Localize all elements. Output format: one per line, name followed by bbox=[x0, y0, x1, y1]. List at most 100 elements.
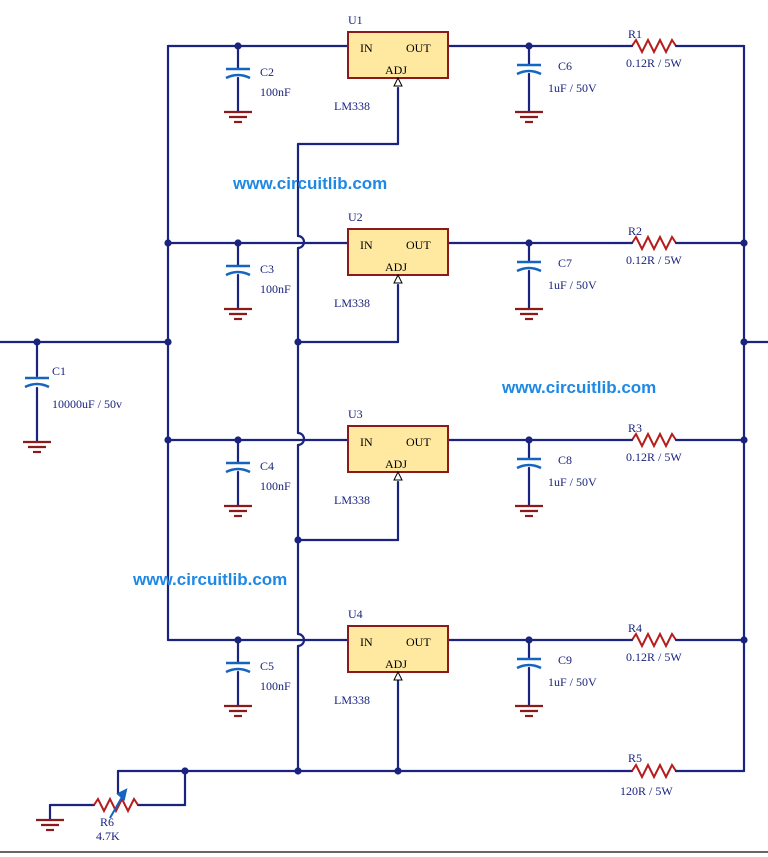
regulator-ref: U1 bbox=[348, 13, 363, 27]
pin-out-label: OUT bbox=[406, 435, 431, 449]
pin-adj-label: ADJ bbox=[385, 457, 407, 471]
ground-icon bbox=[513, 110, 545, 124]
resistor-ref: R1 bbox=[628, 27, 642, 41]
watermark-3: www.circuitlib.com bbox=[132, 570, 287, 589]
regulator-part-number: LM338 bbox=[334, 493, 370, 507]
pin-in-label: IN bbox=[360, 435, 373, 449]
junction-dot bbox=[525, 42, 533, 50]
capacitor-C5 bbox=[224, 661, 252, 674]
regulator-ref: U4 bbox=[348, 607, 363, 621]
junction-dot bbox=[164, 239, 172, 247]
junction-dot bbox=[525, 636, 533, 644]
capacitor-C9 bbox=[515, 657, 543, 670]
watermark-1: www.circuitlib.com bbox=[232, 174, 387, 193]
input-cap-ref: C5 bbox=[260, 659, 274, 673]
pin-adj-label: ADJ bbox=[385, 260, 407, 274]
input-cap-ref: C3 bbox=[260, 262, 274, 276]
junction-dot bbox=[234, 636, 242, 644]
r6-potentiometer: R6 4.7K bbox=[34, 788, 139, 843]
capacitor-C3 bbox=[224, 264, 252, 277]
regulator-part-number: LM338 bbox=[334, 693, 370, 707]
junction-dot bbox=[294, 767, 302, 775]
output-cap-ref: C6 bbox=[558, 59, 572, 73]
output-cap-value: 1uF / 50V bbox=[548, 278, 597, 292]
pin-out-label: OUT bbox=[406, 238, 431, 252]
r6-value: 4.7K bbox=[96, 829, 120, 843]
output-cap-value: 1uF / 50V bbox=[548, 81, 597, 95]
pin-out-label: OUT bbox=[406, 41, 431, 55]
junction-dot bbox=[394, 767, 402, 775]
regulator-ic bbox=[347, 625, 449, 673]
regulator-ic bbox=[347, 228, 449, 276]
ground-icon bbox=[513, 307, 545, 321]
input-cap-value: 100nF bbox=[260, 282, 291, 296]
output-cap-ref: C9 bbox=[558, 653, 572, 667]
regulator-part-number: LM338 bbox=[334, 296, 370, 310]
junction-dot bbox=[294, 338, 302, 346]
resistor-R1 bbox=[631, 39, 677, 53]
output-cap-ref: C7 bbox=[558, 256, 572, 270]
junction-dot bbox=[740, 636, 748, 644]
junction-dot bbox=[525, 436, 533, 444]
ground-icon bbox=[222, 504, 254, 518]
resistor-R4 bbox=[631, 633, 677, 647]
junction-dot bbox=[164, 436, 172, 444]
watermark-2: www.circuitlib.com bbox=[501, 378, 656, 397]
ground-icon bbox=[222, 307, 254, 321]
regulator-ref: U3 bbox=[348, 407, 363, 421]
output-cap-value: 1uF / 50V bbox=[548, 475, 597, 489]
c1-value: 10000uF / 50v bbox=[52, 397, 122, 411]
pin-adj-label: ADJ bbox=[385, 63, 407, 77]
output-wiring bbox=[742, 44, 768, 773]
pin-in-label: IN bbox=[360, 238, 373, 252]
pin-in-label: IN bbox=[360, 41, 373, 55]
pin-adj-label: ADJ bbox=[385, 657, 407, 671]
resistor-R3 bbox=[631, 433, 677, 447]
resistor-value: 0.12R / 5W bbox=[626, 253, 682, 267]
regulator-part-number: LM338 bbox=[334, 99, 370, 113]
junction-dot bbox=[234, 42, 242, 50]
junction-dot bbox=[525, 239, 533, 247]
input-cap-ref: C2 bbox=[260, 65, 274, 79]
input-cap-ref: C4 bbox=[260, 459, 274, 473]
input-wiring bbox=[0, 44, 170, 642]
r6-ref: R6 bbox=[100, 815, 114, 829]
resistor-ref: R2 bbox=[628, 224, 642, 238]
junction-dot bbox=[740, 239, 748, 247]
pin-in-label: IN bbox=[360, 635, 373, 649]
junction-dot bbox=[294, 536, 302, 544]
junction-dots bbox=[33, 42, 748, 775]
r5-resistor: R5 120R / 5W bbox=[614, 751, 678, 798]
regulator-ic bbox=[347, 425, 449, 473]
resistor-ref: R3 bbox=[628, 421, 642, 435]
junction-dot bbox=[234, 239, 242, 247]
output-cap-value: 1uF / 50V bbox=[548, 675, 597, 689]
output-cap-ref: C8 bbox=[558, 453, 572, 467]
junction-dot bbox=[181, 767, 189, 775]
resistor-ref: R4 bbox=[628, 621, 642, 635]
junction-dot bbox=[164, 338, 172, 346]
resistor-value: 0.12R / 5W bbox=[626, 650, 682, 664]
regulator-ic bbox=[347, 31, 449, 79]
ground-icon bbox=[513, 504, 545, 518]
regulator-ref: U2 bbox=[348, 210, 363, 224]
resistor-R2 bbox=[631, 236, 677, 250]
capacitor-C7 bbox=[515, 260, 543, 273]
capacitor-C8 bbox=[515, 457, 543, 470]
capacitor-C4 bbox=[224, 461, 252, 474]
resistor-value: 0.12R / 5W bbox=[626, 450, 682, 464]
junction-dot bbox=[234, 436, 242, 444]
junction-dot bbox=[33, 338, 41, 346]
pin-out-label: OUT bbox=[406, 635, 431, 649]
ground-icon bbox=[222, 110, 254, 124]
junction-dot bbox=[740, 338, 748, 346]
r5-ref: R5 bbox=[628, 751, 642, 765]
ground-icon bbox=[222, 704, 254, 718]
resistor-value: 0.12R / 5W bbox=[626, 56, 682, 70]
input-cap-value: 100nF bbox=[260, 679, 291, 693]
